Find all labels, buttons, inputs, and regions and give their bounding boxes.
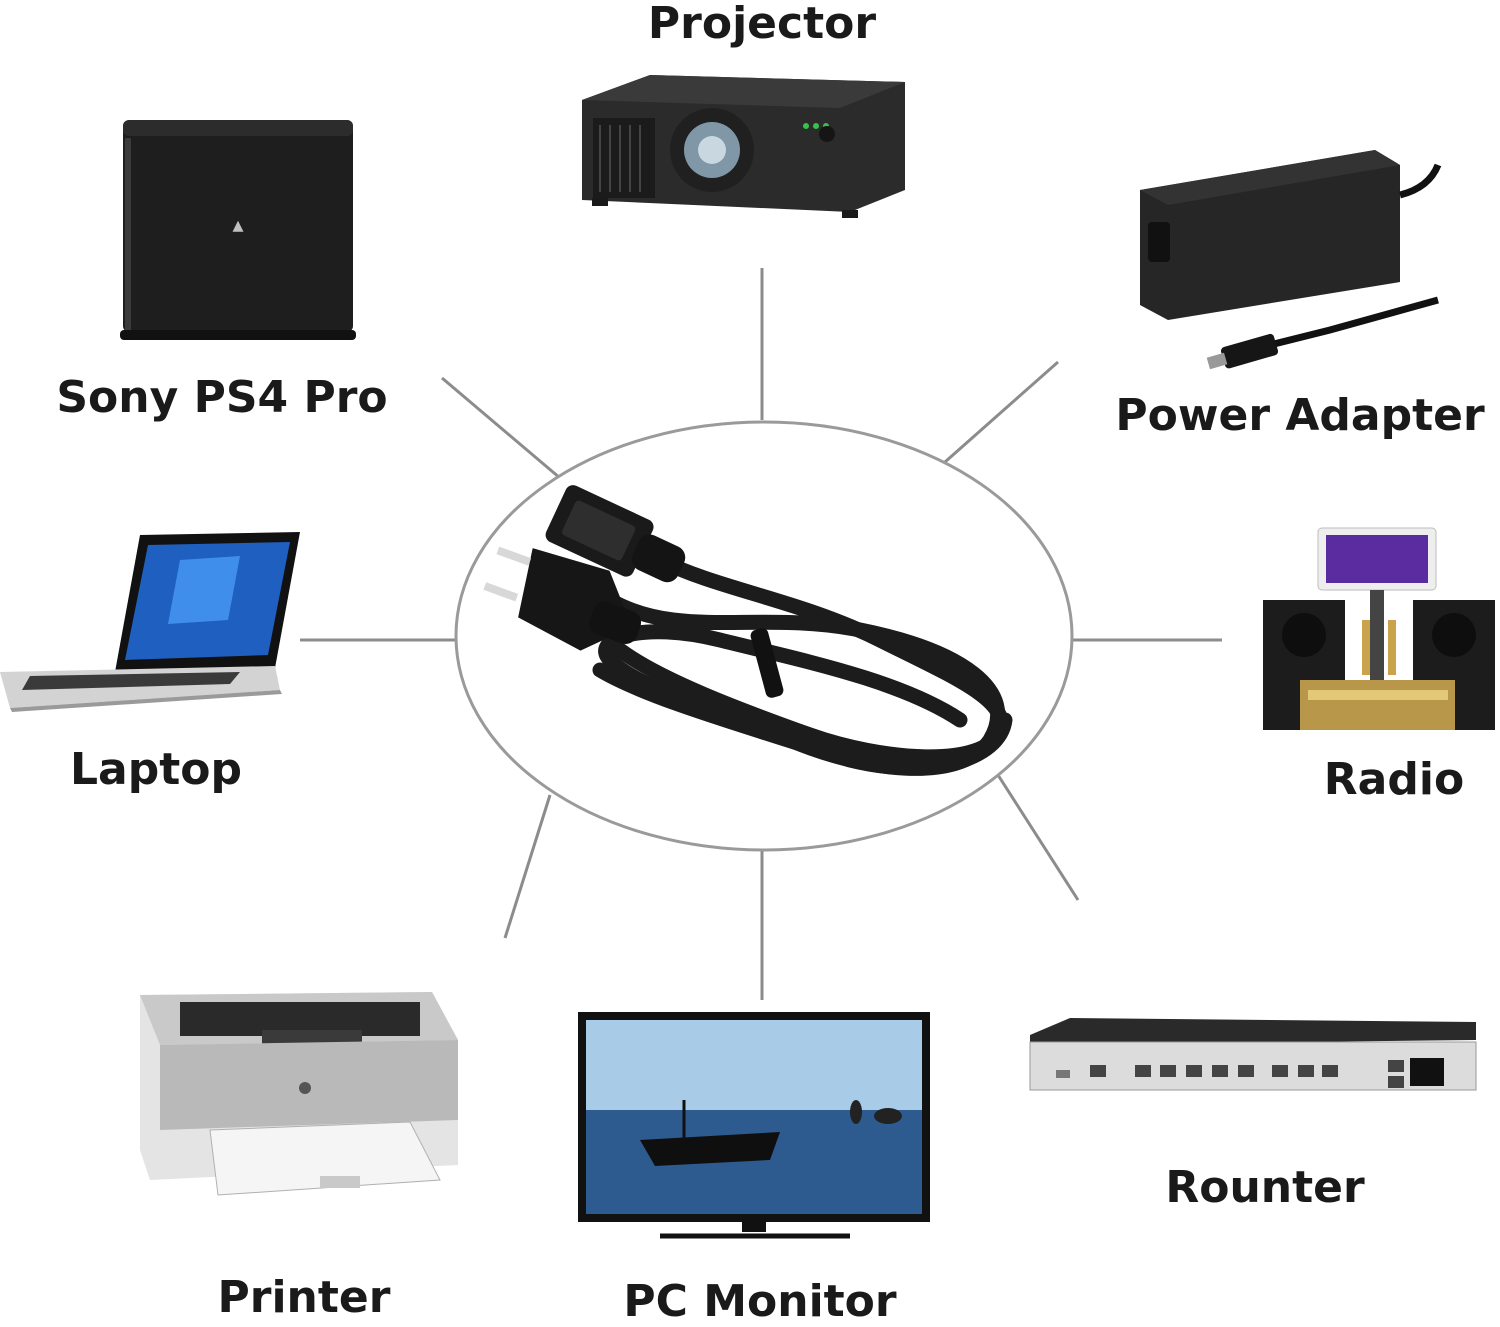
- connector-line-power-adapter: [944, 360, 1059, 464]
- power-cable-icon: [483, 485, 1013, 776]
- connector-lines: [300, 268, 1222, 1000]
- printer-icon: [140, 992, 458, 1196]
- label-radio: Radio: [1323, 754, 1465, 805]
- router-icon: [1029, 1018, 1477, 1091]
- radio-speakers-icon: [1263, 527, 1495, 730]
- label-router: Rounter: [1165, 1162, 1365, 1213]
- label-power-adapter: Power Adapter: [1115, 390, 1485, 441]
- label-monitor: PC Monitor: [623, 1276, 897, 1327]
- laptop-icon: [0, 532, 300, 712]
- monitor-icon: [578, 1012, 930, 1239]
- label-projector: Projector: [647, 0, 877, 49]
- connector-line-printer: [503, 794, 552, 939]
- game-console-icon: ▴: [120, 120, 356, 340]
- label-ps4: Sony PS4 Pro: [56, 372, 388, 423]
- connector-line-router: [996, 774, 1080, 901]
- svg-text:▴: ▴: [232, 213, 243, 238]
- connector-line-ps4: [441, 376, 561, 480]
- label-printer: Printer: [217, 1272, 391, 1323]
- projector-icon: [582, 75, 905, 218]
- power-adapter-icon: [1140, 150, 1442, 370]
- label-laptop: Laptop: [70, 744, 242, 795]
